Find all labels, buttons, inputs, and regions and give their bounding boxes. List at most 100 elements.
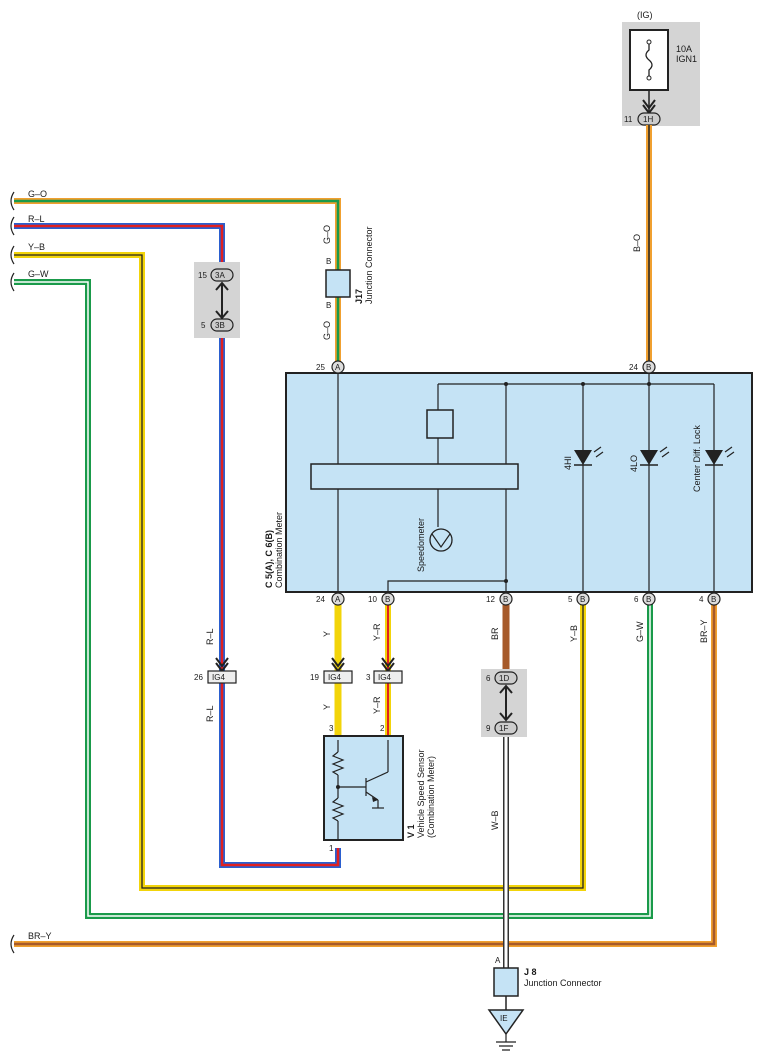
wire-label-y-b-left: Y–B bbox=[28, 242, 45, 252]
wire-br: BR bbox=[490, 605, 510, 672]
wire-label-y-r-upper: Y–R bbox=[372, 623, 382, 641]
sensor-pin-3: 3 bbox=[329, 724, 334, 733]
pin-25: 25 bbox=[316, 363, 325, 372]
pin-10: 10 bbox=[368, 595, 377, 604]
connector-3a bbox=[210, 268, 234, 282]
j17-pin-bottom: B bbox=[326, 301, 331, 310]
pin-3-ig4: 3 bbox=[366, 673, 371, 682]
wire-label-w-b: W–B bbox=[490, 810, 500, 830]
sensor-desc-1: Vehicle Speed Sensor bbox=[416, 749, 426, 838]
pin-9: 9 bbox=[486, 724, 491, 733]
wire-label-y-r-lower: Y–R bbox=[372, 696, 382, 714]
wire-label-br-y-right: BR–Y bbox=[699, 619, 709, 643]
meter-conn-b5 bbox=[576, 592, 590, 606]
ground-icon bbox=[496, 1041, 516, 1051]
meter-conn-b24-top-letter: B bbox=[646, 363, 651, 372]
fuse-rating: 10A bbox=[676, 44, 692, 54]
wire-label-br: BR bbox=[490, 627, 500, 640]
fuse-box: (IG) 10A IGN1 1H 11 bbox=[622, 10, 700, 126]
indicator-4hi-label: 4HI bbox=[563, 456, 573, 470]
j8-desc: Junction Connector bbox=[524, 978, 602, 988]
connector-1d-label: 1D bbox=[499, 674, 509, 683]
led-icon bbox=[640, 450, 658, 465]
wire-y-r: Y–R Y–R bbox=[372, 605, 391, 735]
pin-4: 4 bbox=[699, 595, 704, 604]
wire-label-r-l-low: R–L bbox=[205, 705, 215, 722]
resistor-icon bbox=[331, 751, 345, 776]
sensor-id: V 1 bbox=[406, 824, 416, 838]
resistor-icon bbox=[331, 797, 345, 822]
junction-1d-1f: 1D 6 1F 9 bbox=[481, 669, 527, 737]
fuse-icon bbox=[645, 40, 653, 80]
wire-y: Y Y bbox=[322, 605, 342, 735]
ig4-label-19: IG4 bbox=[328, 673, 341, 682]
led-icon bbox=[574, 450, 592, 465]
meter-conn-b10 bbox=[381, 592, 395, 606]
meter-conn-b5-letter: B bbox=[580, 595, 585, 604]
meter-bar bbox=[310, 463, 519, 490]
ig4-box-3 bbox=[373, 670, 403, 684]
indicator-4hi: 4HI bbox=[563, 446, 604, 470]
connector-1d bbox=[494, 671, 518, 685]
wire-label-br-y-left: BR–Y bbox=[28, 931, 52, 941]
connector-3b bbox=[210, 318, 234, 332]
indicator-center-diff-lock: Center Diff. Lock bbox=[692, 425, 735, 492]
wire-label-g-o-upper: G–O bbox=[322, 225, 332, 244]
wire-label-g-o-left: G–O bbox=[28, 189, 47, 199]
meter-conn-a24 bbox=[331, 592, 345, 606]
wire-label-y-b-right: Y–B bbox=[569, 625, 579, 642]
ig4-label-26: IG4 bbox=[212, 673, 225, 682]
fuse-end-bottom bbox=[646, 75, 652, 81]
ig4-box-26 bbox=[207, 670, 237, 684]
double-arrow-icon bbox=[215, 281, 229, 320]
meter-conn-b12 bbox=[499, 592, 513, 606]
j8-box bbox=[493, 967, 519, 997]
vehicle-speed-sensor: 3 2 1 V 1 Vehicle Speed Sensor (Combinat… bbox=[323, 724, 436, 853]
pin-26: 26 bbox=[194, 673, 203, 682]
ig4-box-19 bbox=[323, 670, 353, 684]
j17-pin-top: B bbox=[326, 257, 331, 266]
sensor-pin-2: 2 bbox=[380, 724, 385, 733]
wire-y-b: Y–B Y–B bbox=[14, 242, 586, 891]
wire-label-b-o: B–O bbox=[632, 234, 642, 252]
wire-label-y-upper: Y bbox=[322, 631, 332, 637]
pin-15: 15 bbox=[198, 271, 207, 280]
meter-conn-a24-letter: A bbox=[335, 595, 341, 604]
connector-1f bbox=[494, 721, 518, 735]
wire-label-r-l-left: R–L bbox=[28, 214, 45, 224]
wire-w-b: W–B bbox=[490, 735, 509, 968]
led-icon bbox=[705, 450, 723, 465]
wire-label-r-l-mid: R–L bbox=[205, 628, 215, 645]
meter-conn-a25-letter: A bbox=[335, 363, 341, 372]
wire-g-w: G–W G–W bbox=[14, 269, 653, 919]
ig-label: (IG) bbox=[637, 10, 653, 20]
meter-ic-box bbox=[426, 409, 454, 439]
meter-conn-b6 bbox=[642, 592, 656, 606]
sensor-pin-1: 1 bbox=[329, 844, 334, 853]
ground-ie: IE bbox=[487, 1009, 525, 1051]
ig4-label-3: IG4 bbox=[378, 673, 391, 682]
wire-label-g-o-lower: G–O bbox=[322, 321, 332, 340]
wire-g-o: G–O G–O G–O bbox=[14, 189, 341, 362]
connector-1h-label: 1H bbox=[643, 115, 653, 124]
pin-6-1d: 6 bbox=[486, 674, 491, 683]
sensor-body bbox=[323, 735, 404, 841]
ig4-connectors: IG4 26 IG4 19 IG4 3 bbox=[194, 657, 403, 684]
wire-r-l: R–L R–L R–L bbox=[14, 214, 341, 868]
junction-3a-3b: 3A 15 3B 5 bbox=[194, 262, 240, 338]
pin-5: 5 bbox=[568, 595, 573, 604]
sensor-desc-2: (Combination Meter) bbox=[426, 756, 436, 838]
speedometer-label: Speedometer bbox=[416, 518, 426, 572]
meter-conn-b10-letter: B bbox=[385, 595, 390, 604]
pin-11: 11 bbox=[624, 115, 633, 124]
indicator-cdl-label: Center Diff. Lock bbox=[692, 425, 702, 492]
speedometer-icon bbox=[429, 528, 453, 552]
wire-label-g-w-left: G–W bbox=[28, 269, 49, 279]
j17-desc: Junction Connector bbox=[364, 226, 374, 304]
connector-3a-label: 3A bbox=[215, 271, 225, 280]
pin-12: 12 bbox=[486, 595, 495, 604]
pin-19: 19 bbox=[310, 673, 319, 682]
connector-1f-label: 1F bbox=[499, 724, 508, 733]
combination-meter: A 25 B 24 Speedometer bbox=[264, 360, 753, 606]
meter-conn-b4 bbox=[707, 592, 721, 606]
